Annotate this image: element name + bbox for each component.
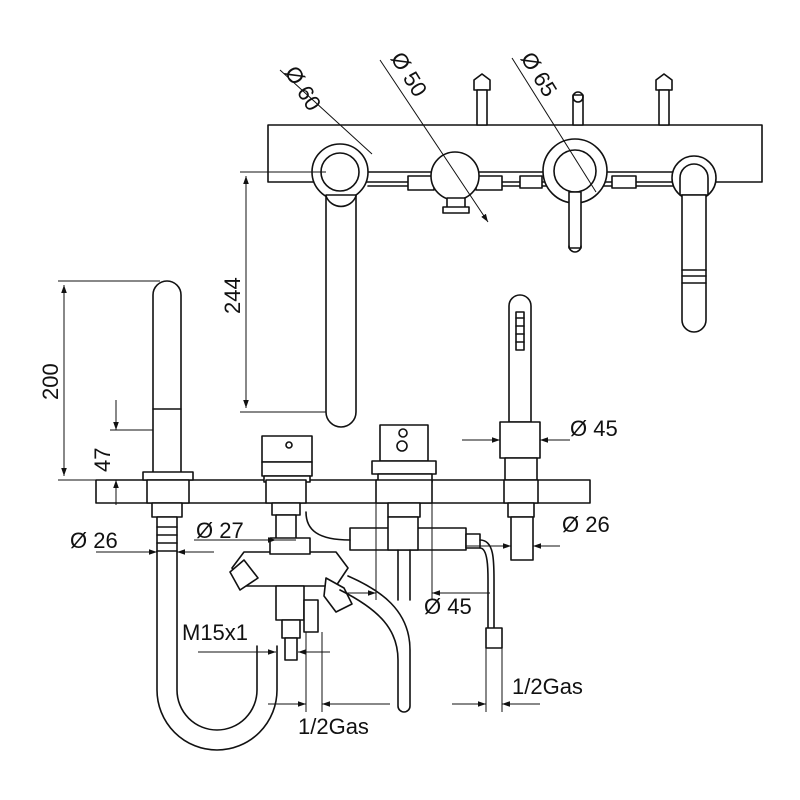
label-dia-45-handshower: Ø 45	[570, 416, 618, 441]
handshower-holder	[671, 155, 717, 333]
top-view	[267, 73, 763, 428]
deck-handshower	[499, 294, 541, 561]
label-dia-50: Ø 50	[386, 47, 432, 101]
diverter-knob-50	[407, 151, 503, 214]
label-200: 200	[38, 363, 63, 400]
mixer-knob-65	[519, 91, 637, 253]
label-dia-26-right: Ø 26	[562, 512, 610, 537]
dim-line-dia-50	[379, 59, 489, 223]
label-m15: M15x1	[182, 620, 248, 645]
front-view	[95, 280, 591, 751]
label-47: 47	[90, 448, 115, 472]
label-gas-left: 1/2Gas	[298, 714, 369, 739]
deck-diverter	[371, 424, 437, 518]
dim-ext-45-valve	[375, 503, 433, 600]
label-244: 244	[220, 277, 245, 314]
dim-ext-gas-right	[485, 648, 503, 712]
supply-nut-left	[473, 73, 491, 126]
flex-hoses	[156, 511, 503, 751]
dim-ext-gas-left	[305, 632, 323, 712]
dimension-labels: Ø 60 Ø 50 Ø 65 244 200 47 Ø 26 Ø 27 Ø 45…	[38, 47, 618, 739]
dimensions	[58, 57, 597, 712]
label-dia-45-valve: Ø 45	[424, 594, 472, 619]
deck-mixer	[261, 435, 313, 542]
dim-line-dia-65	[511, 57, 597, 193]
label-dia-27: Ø 27	[196, 518, 244, 543]
label-dia-60: Ø 60	[280, 61, 326, 115]
label-dia-26-left: Ø 26	[70, 528, 118, 553]
label-gas-right: 1/2Gas	[512, 674, 583, 699]
spout-ring-60	[311, 143, 369, 428]
deck-spout	[142, 280, 194, 552]
supply-nut-right	[655, 73, 673, 126]
deck-slab	[95, 479, 591, 504]
dim-line-dia-60	[279, 69, 373, 155]
valve-body	[229, 516, 481, 661]
